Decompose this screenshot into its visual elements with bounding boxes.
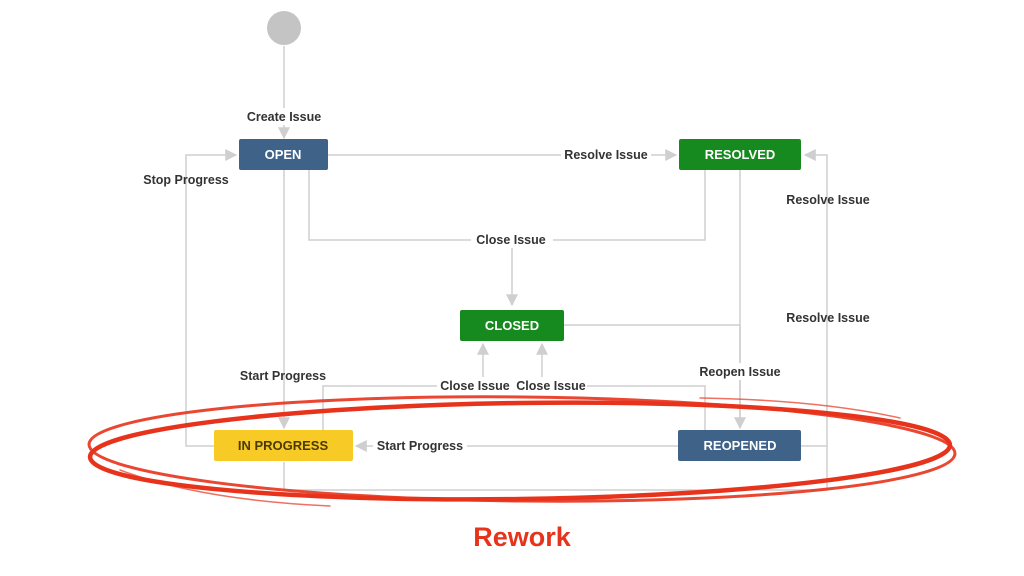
state-reopened[interactable]: REOPENED bbox=[678, 430, 801, 461]
rework-label: Rework bbox=[473, 522, 572, 552]
label-resolve-issue-top: Resolve Issue bbox=[564, 148, 647, 162]
state-open-label: OPEN bbox=[265, 147, 302, 162]
label-resolve-issue-right-lower: Resolve Issue bbox=[786, 311, 869, 325]
edge-inprogress-close bbox=[322, 342, 489, 430]
label-close-issue-center: Close Issue bbox=[476, 233, 546, 247]
state-closed[interactable]: CLOSED bbox=[460, 310, 564, 341]
state-in-progress[interactable]: IN PROGRESS bbox=[214, 430, 353, 461]
state-resolved[interactable]: RESOLVED bbox=[679, 139, 801, 170]
label-stop-progress: Stop Progress bbox=[143, 173, 228, 187]
edge-inprogress-resolve bbox=[283, 446, 828, 491]
state-in-progress-label: IN PROGRESS bbox=[238, 438, 329, 453]
rework-ellipse bbox=[87, 395, 957, 507]
label-start-progress-bottom: Start Progress bbox=[377, 439, 463, 453]
start-node bbox=[267, 11, 301, 45]
label-start-progress-left: Start Progress bbox=[240, 369, 326, 383]
state-resolved-label: RESOLVED bbox=[705, 147, 776, 162]
state-open[interactable]: OPEN bbox=[239, 139, 328, 170]
label-resolve-issue-right-upper: Resolve Issue bbox=[786, 193, 869, 207]
edge-reopened-close bbox=[536, 342, 706, 430]
label-close-issue-right: Close Issue bbox=[516, 379, 586, 393]
edge-open-close-issue bbox=[308, 170, 512, 241]
label-reopen-issue: Reopen Issue bbox=[699, 365, 780, 379]
edge-stop-progress bbox=[185, 149, 238, 447]
state-reopened-label: REOPENED bbox=[704, 438, 777, 453]
edge-resolved-close-issue bbox=[512, 170, 706, 241]
label-close-issue-left: Close Issue bbox=[440, 379, 510, 393]
edge-reopened-resolve bbox=[801, 149, 828, 447]
label-create-issue: Create Issue bbox=[247, 110, 321, 124]
state-closed-label: CLOSED bbox=[485, 318, 539, 333]
